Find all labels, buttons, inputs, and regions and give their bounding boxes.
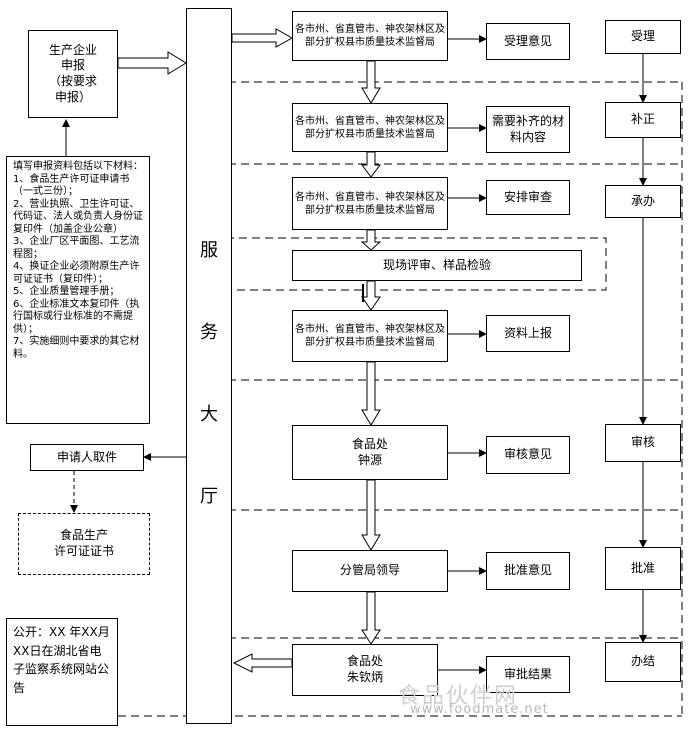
branch-leader-box[interactable]: 分管局领导 bbox=[292, 550, 448, 592]
thin-arrows bbox=[62, 35, 647, 674]
output-approval-result[interactable]: 审批结果 bbox=[486, 656, 570, 693]
stage-accept[interactable]: 受理 bbox=[605, 20, 681, 54]
output-review-opinion[interactable]: 审核意见 bbox=[486, 436, 570, 474]
bureau-box-1[interactable]: 各市州、省直管市、神农架林区及部分扩权县市质量技术监督局 bbox=[292, 11, 448, 61]
pickup-box[interactable]: 申请人取件 bbox=[30, 444, 144, 471]
service-hall-char-3: 大 bbox=[200, 404, 218, 425]
output-report-materials[interactable]: 资料上报 bbox=[486, 315, 570, 352]
certificate-box[interactable]: 食品生产 许可证证书 bbox=[18, 513, 150, 575]
food-dept-box-2[interactable]: 食品处 朱钦炳 bbox=[292, 644, 438, 696]
food-dept-box-1[interactable]: 食品处 钟源 bbox=[292, 425, 448, 480]
service-hall[interactable] bbox=[186, 8, 232, 724]
bureau-box-4[interactable]: 各市州、省直管市、神农架林区及部分扩权县市质量技术监督局 bbox=[292, 310, 448, 362]
apply-box[interactable]: 生产企业 申报 （按要求 申报） bbox=[28, 30, 118, 118]
bureau-box-3[interactable]: 各市州、省直管市、神农架林区及部分扩权县市质量技术监督局 bbox=[292, 177, 448, 230]
output-arrange-review[interactable]: 安排审查 bbox=[486, 180, 570, 215]
output-supplement-materials[interactable]: 需要补齐的材料内容 bbox=[486, 106, 570, 153]
bureau-box-2[interactable]: 各市州、省直管市、神农架林区及部分扩权县市质量技术监督局 bbox=[292, 103, 448, 152]
hollow-arrows bbox=[117, 28, 382, 673]
service-hall-char-2: 务 bbox=[200, 322, 218, 343]
stage-correct[interactable]: 补正 bbox=[605, 102, 681, 138]
materials-list: 填写申报资料包括以下材料： 1、食品生产许可证申请书（一式三份）； 2、营业执照… bbox=[6, 156, 150, 424]
stage-complete[interactable]: 办结 bbox=[605, 642, 681, 682]
stage-review[interactable]: 审核 bbox=[605, 424, 681, 462]
output-approval-opinion[interactable]: 批准意见 bbox=[486, 552, 570, 590]
watermark-url: www.foodmate.net bbox=[410, 702, 549, 717]
service-hall-char-1: 服 bbox=[200, 240, 218, 261]
service-hall-char-4: 厅 bbox=[200, 486, 218, 507]
public-notice-box: 公开：XX 年XX月XX日在湖北省电子监察系统网站公告 bbox=[6, 618, 118, 726]
stage-undertake[interactable]: 承办 bbox=[605, 185, 681, 218]
onsite-review-box[interactable]: 现场评审、样品检验 bbox=[292, 250, 582, 281]
output-acceptance-opinion[interactable]: 受理意见 bbox=[486, 23, 570, 60]
watermark-logo-text: 食品伙伴网 bbox=[398, 684, 519, 709]
stage-approve[interactable]: 批准 bbox=[605, 547, 681, 590]
